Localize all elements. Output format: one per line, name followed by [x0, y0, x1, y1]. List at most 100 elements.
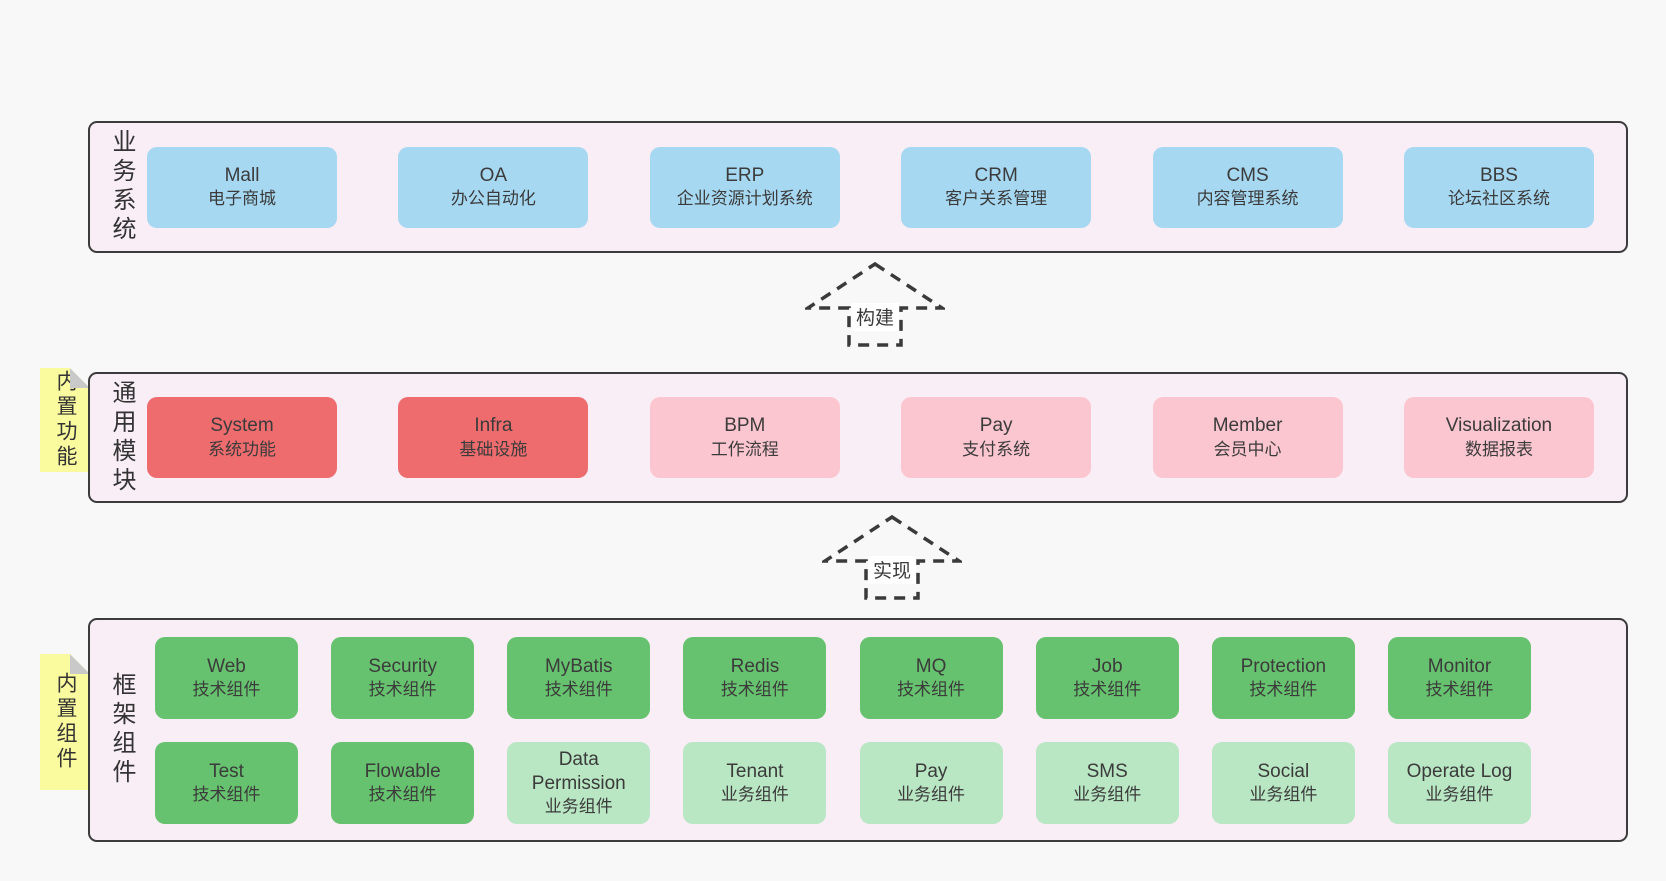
box-subtitle: 支付系统 — [962, 439, 1031, 459]
box-title: MyBatis — [544, 656, 613, 677]
sticky-note-built-in-functions: 内置功能 — [40, 368, 90, 472]
layer-label: 业务系统 — [108, 129, 135, 245]
box-subtitle: 业务组件 — [720, 784, 789, 804]
sticky-note-built-in-components: 内置组件 — [40, 654, 90, 790]
box-title: OA — [479, 164, 508, 186]
box-subtitle: 业务组件 — [1425, 784, 1494, 804]
up-arrow-icon: 构建 — [805, 261, 945, 347]
box-title: CRM — [974, 164, 1018, 186]
box-title: Pay — [979, 415, 1013, 437]
box-title: Mall — [224, 164, 260, 186]
box-subtitle: 技术组件 — [544, 679, 613, 699]
box-subtitle: 技术组件 — [897, 679, 966, 699]
box-title: Tenant — [726, 761, 784, 782]
box-title: CMS — [1226, 164, 1269, 186]
layer-rows: Mall 电子商城 OA 办公自动化 ERP 企业资源计划系统 CRM 客户关系管理 CMS 内容… — [147, 123, 1594, 251]
build-arrow: 构建 — [805, 261, 945, 349]
box-title: Operate Log — [1406, 761, 1513, 782]
module-box-erp: ERP 企业资源计划系统 — [649, 146, 840, 228]
box-title: ERP — [725, 164, 765, 186]
box-subtitle: 业务组件 — [897, 784, 966, 804]
box-subtitle: 技术组件 — [192, 784, 261, 804]
box-subtitle: 内容管理系统 — [1196, 189, 1299, 209]
module-box-crm: CRM 客户关系管理 — [901, 146, 1092, 228]
box-title: Pay — [914, 761, 948, 782]
box-title: Web — [207, 656, 246, 677]
box-title: System — [210, 415, 274, 437]
box-subtitle: 系统功能 — [208, 439, 276, 459]
box-subtitle: 技术组件 — [192, 679, 261, 699]
box-subtitle: 业务组件 — [544, 796, 613, 816]
box-title: Protection — [1240, 656, 1327, 677]
box-subtitle: 业务组件 — [1073, 784, 1142, 804]
layer-label: 通用模块 — [108, 379, 135, 496]
box-title: Flowable — [364, 761, 441, 782]
box-subtitle: 技术组件 — [1249, 679, 1318, 699]
module-box-cms: CMS 内容管理系统 — [1152, 146, 1343, 228]
box-subtitle: 企业资源计划系统 — [676, 189, 813, 209]
box-title: Job — [1091, 656, 1123, 677]
box-title: Data Permission — [531, 749, 626, 794]
arrow-label: 实现 — [873, 560, 911, 582]
box-title: SMS — [1086, 761, 1128, 782]
box-subtitle: 业务组件 — [1249, 784, 1318, 804]
box-subtitle: 技术组件 — [720, 679, 789, 699]
up-arrow-icon: 实现 — [822, 514, 962, 600]
box-title: Security — [368, 656, 437, 677]
box-subtitle: 会员中心 — [1213, 439, 1282, 459]
box-subtitle: 电子商城 — [208, 189, 276, 209]
box-title: Social — [1257, 761, 1310, 782]
module-box-mall: Mall 电子商城 — [147, 146, 337, 228]
box-subtitle: 工作流程 — [710, 439, 779, 459]
box-title: BPM — [724, 415, 766, 437]
box-title: MQ — [915, 656, 947, 677]
module-box-oa: OA 办公自动化 — [398, 146, 589, 228]
box-subtitle: 客户关系管理 — [945, 189, 1048, 209]
box-title: Monitor — [1427, 656, 1492, 677]
arrow-label: 构建 — [856, 307, 894, 329]
box-subtitle: 数据报表 — [1464, 439, 1533, 459]
implement-arrow: 实现 — [822, 514, 962, 602]
box-title: BBS — [1479, 164, 1518, 186]
box-title: Test — [209, 761, 244, 782]
box-subtitle: 技术组件 — [368, 784, 437, 804]
box-title: Redis — [730, 656, 780, 677]
box-title: Infra — [474, 415, 513, 437]
box-subtitle: 办公自动化 — [450, 189, 536, 209]
module-box-bbs: BBS 论坛社区系统 — [1403, 146, 1594, 228]
sticky-note-label: 内置功能 — [54, 370, 77, 470]
box-subtitle: 技术组件 — [1073, 679, 1142, 699]
layer-label: 框架组件 — [108, 672, 135, 788]
box-subtitle: 论坛社区系统 — [1447, 189, 1550, 209]
sticky-note-label: 内置组件 — [54, 672, 77, 772]
box-title: Visualization — [1445, 415, 1553, 437]
box-subtitle: 技术组件 — [368, 679, 437, 699]
layer-business-systems: 业务系统 Mall 电子商城 OA 办公自动化 ERP 企业资源计划系统 CRM 客户关系管理… — [88, 121, 1628, 253]
